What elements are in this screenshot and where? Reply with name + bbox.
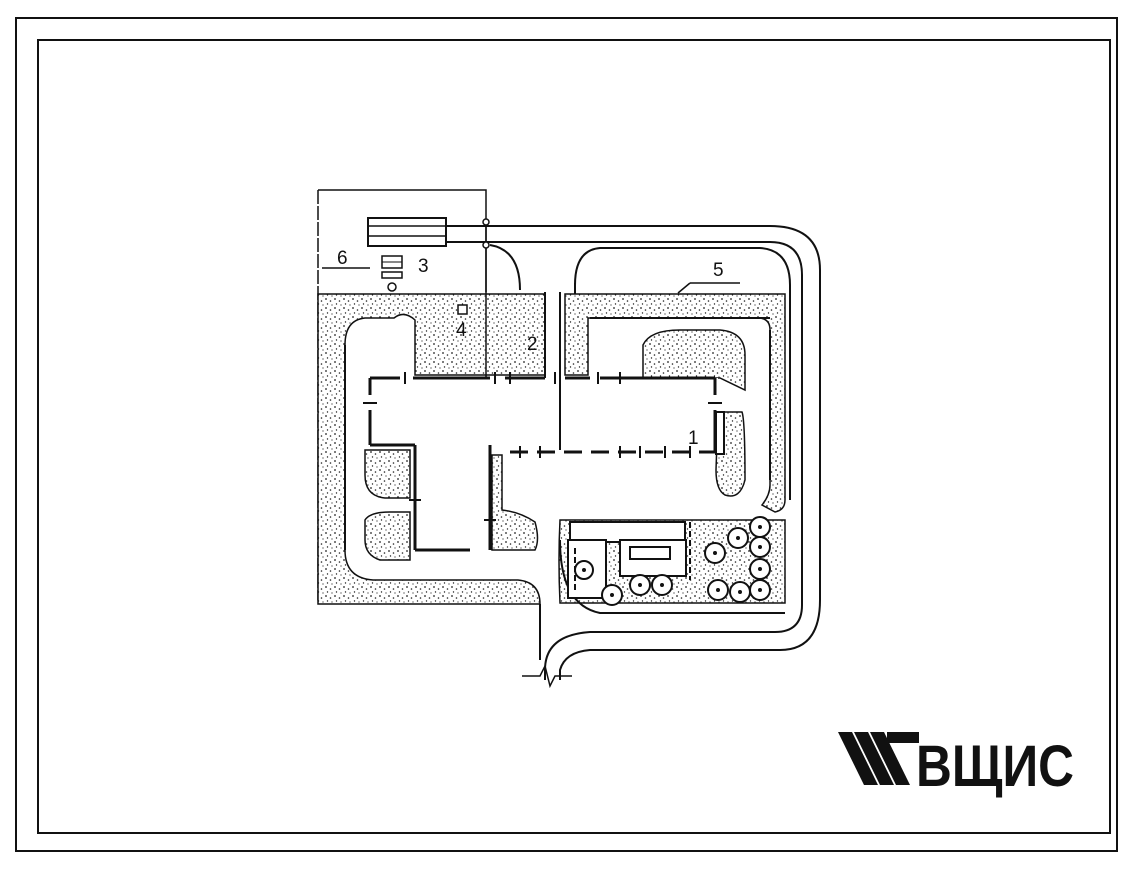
leader-lines — [322, 267, 740, 294]
callout-2: 2 — [527, 334, 538, 355]
callout-1: 1 — [688, 428, 699, 449]
logo-text: ВЩИС — [916, 734, 1074, 799]
inner-frame — [37, 39, 1111, 834]
callout-4: 4 — [456, 320, 467, 341]
playground — [567, 516, 771, 606]
break-line — [522, 663, 572, 689]
callout-5: 5 — [713, 260, 724, 281]
callouts: 1 2 3 4 5 6 — [337, 248, 724, 449]
callout-6: 6 — [337, 248, 348, 269]
item-4-marker — [457, 304, 468, 315]
access-road — [446, 225, 821, 680]
callout-3: 3 — [418, 256, 429, 277]
logo-emblem — [838, 732, 919, 785]
main-building — [363, 292, 725, 552]
outer-frame — [15, 17, 1118, 852]
service-building — [367, 217, 521, 378]
